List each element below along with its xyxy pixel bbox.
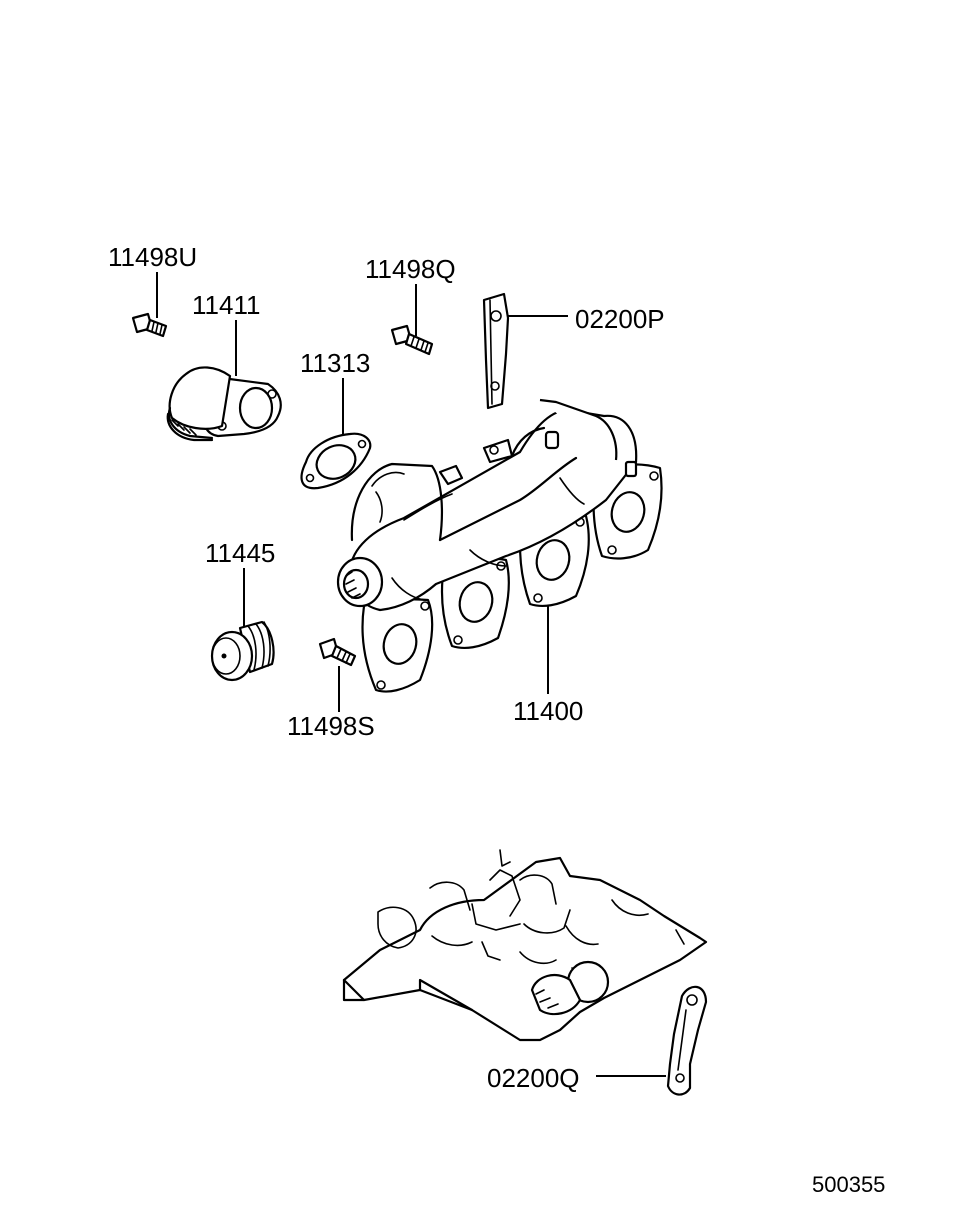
label-02200q: 02200Q — [487, 1063, 580, 1093]
label-11313: 11313 — [300, 348, 370, 378]
bolt-11498s — [318, 637, 357, 667]
label-11411: 11411 — [192, 290, 260, 320]
bracket-02200p — [482, 292, 510, 410]
leader-lines — [156, 272, 666, 1077]
exhaust-manifold-11400 — [336, 398, 663, 693]
bolt-11498q — [390, 324, 434, 356]
water-elbow-11411 — [166, 366, 282, 442]
gasket-11313 — [300, 432, 372, 490]
engine-block — [342, 849, 708, 1042]
bracket-02200q — [666, 985, 708, 1096]
label-11400: 11400 — [513, 696, 583, 726]
label-02200p: 02200P — [575, 304, 665, 334]
figure-number: 500355 — [812, 1172, 885, 1197]
label-11445: 11445 — [205, 538, 275, 568]
label-11498u: 11498U — [108, 242, 197, 272]
bolt-11498u — [131, 312, 168, 338]
plug-11445 — [210, 620, 275, 682]
label-11498s: 11498S — [287, 711, 375, 741]
label-11498q: 11498Q — [365, 254, 456, 284]
